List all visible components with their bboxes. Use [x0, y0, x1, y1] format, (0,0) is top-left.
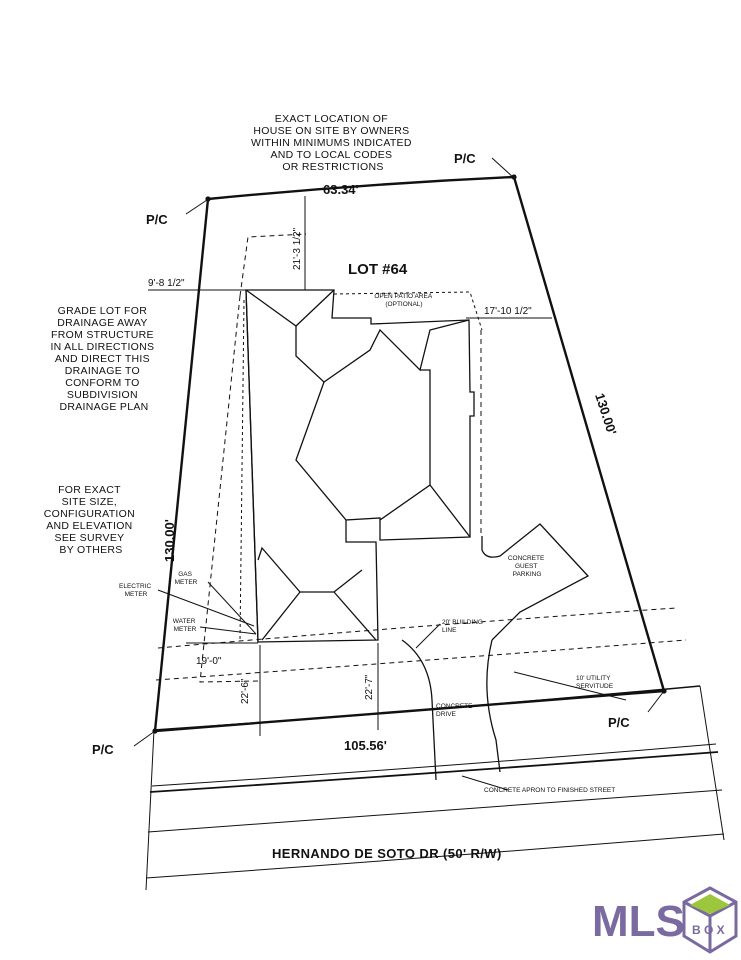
label-line: GAS	[178, 571, 192, 578]
label-line: LINE	[442, 627, 457, 634]
note-line: SUBDIVISION	[67, 389, 138, 401]
label-line: METER	[125, 591, 148, 598]
dim-bottom: 105.56'	[344, 738, 387, 753]
dim-rear-setback: 21'-3 1/2"	[292, 227, 303, 270]
note-line: AND ELEVATION	[46, 520, 132, 532]
dim-left-offset: 9'-8 1/2"	[148, 278, 185, 289]
label-line: OPEN PATIO AREA	[374, 293, 433, 300]
label-line: METER	[175, 579, 198, 586]
label-line: (OPTIONAL)	[385, 301, 422, 308]
note-grade-lot: GRADE LOT FOR DRAINAGE AWAY FROM STRUCTU…	[50, 305, 157, 413]
note-line: AND TO LOCAL CODES	[270, 149, 392, 161]
label-line: 10' UTILITY	[576, 675, 611, 682]
note-line: EXACT LOCATION OF	[275, 113, 388, 125]
house-footprint	[239, 289, 483, 643]
label-line: WATER	[173, 618, 196, 625]
label-servitude: 10' UTILITY SERVITUDE	[576, 675, 614, 690]
dim-top: 63.34'	[323, 182, 359, 197]
label-line: CONCRETE	[436, 703, 473, 710]
note-house-location: EXACT LOCATION OF HOUSE ON SITE BY OWNER…	[251, 113, 415, 173]
corner-label-top-left: P/C	[146, 212, 168, 227]
logo-text: MLS	[592, 897, 685, 946]
note-line: DRAINAGE PLAN	[59, 401, 148, 413]
logo-box-letters: B O X	[692, 923, 725, 937]
note-line: CONFIGURATION	[44, 508, 135, 520]
note-line: SEE SURVEY	[55, 532, 125, 544]
note-line: WITHIN MINIMUMS INDICATED	[251, 137, 412, 149]
dim-front-setback-left: 22'-6"	[240, 678, 251, 704]
label-line: METER	[174, 626, 197, 633]
note-line: DRAINAGE TO	[65, 365, 140, 377]
note-exact-site: FOR EXACT SITE SIZE, CONFIGURATION AND E…	[44, 484, 138, 556]
label-line: CONCRETE	[508, 555, 545, 562]
note-line: BY OTHERS	[59, 544, 122, 556]
note-line: SITE SIZE,	[62, 496, 118, 508]
note-line: IN ALL DIRECTIONS	[50, 341, 154, 353]
setback-lines	[155, 233, 687, 683]
label-line: 20' BUILDING	[442, 619, 483, 626]
label-water-meter: WATER METER	[173, 618, 198, 633]
dim-front-setback-right: 22'-7"	[364, 674, 375, 700]
note-line: HOUSE ON SITE BY OWNERS	[253, 125, 409, 137]
label-line: ELECTRIC	[119, 583, 151, 590]
note-line: FOR EXACT	[58, 484, 121, 496]
label-drive: CONCRETE DRIVE	[436, 703, 474, 718]
note-line: CONFORM TO	[65, 377, 139, 389]
corner-label-bottom-left: P/C	[92, 742, 114, 757]
label-patio: OPEN PATIO AREA (OPTIONAL)	[374, 293, 433, 308]
label-line: PARKING	[513, 571, 542, 578]
lot-boundary	[153, 175, 666, 733]
note-line: DRAINAGE AWAY	[57, 317, 147, 329]
note-line: FROM STRUCTURE	[51, 329, 154, 341]
note-line: GRADE LOT FOR	[58, 305, 148, 317]
dimension-lines	[133, 157, 665, 791]
label-guest-parking: CONCRETE GUEST PARKING	[508, 555, 546, 578]
driveway	[401, 523, 590, 781]
note-line: OR RESTRICTIONS	[282, 161, 383, 173]
label-line: GUEST	[515, 563, 537, 570]
label-line: SERVITUDE	[576, 683, 614, 690]
corner-markers	[152, 174, 667, 734]
dim-right-offset: 17'-10 1/2"	[484, 306, 532, 317]
street-name: HERNANDO DE SOTO DR (50' R/W)	[272, 846, 502, 861]
label-line: DRIVE	[436, 711, 457, 718]
label-building-line: 20' BUILDING LINE	[442, 619, 485, 634]
mlsbox-logo: MLS B O X	[592, 886, 738, 954]
dim-right: 130.00'	[592, 391, 620, 436]
label-electric-meter: ELECTRIC METER	[119, 583, 153, 598]
label-apron: CONCRETE APRON TO FINISHED STREET	[484, 787, 615, 794]
dim-left: 130.00'	[162, 519, 177, 562]
corner-label-bottom-right: P/C	[608, 715, 630, 730]
label-gas-meter: GAS METER	[175, 571, 198, 586]
note-line: AND DIRECT THIS	[55, 353, 150, 365]
corner-label-top-right: P/C	[454, 151, 476, 166]
lot-label: LOT #64	[348, 261, 408, 278]
box-icon: B O X	[682, 886, 738, 954]
dim-front-left-offset: 19'-0"	[196, 656, 222, 667]
